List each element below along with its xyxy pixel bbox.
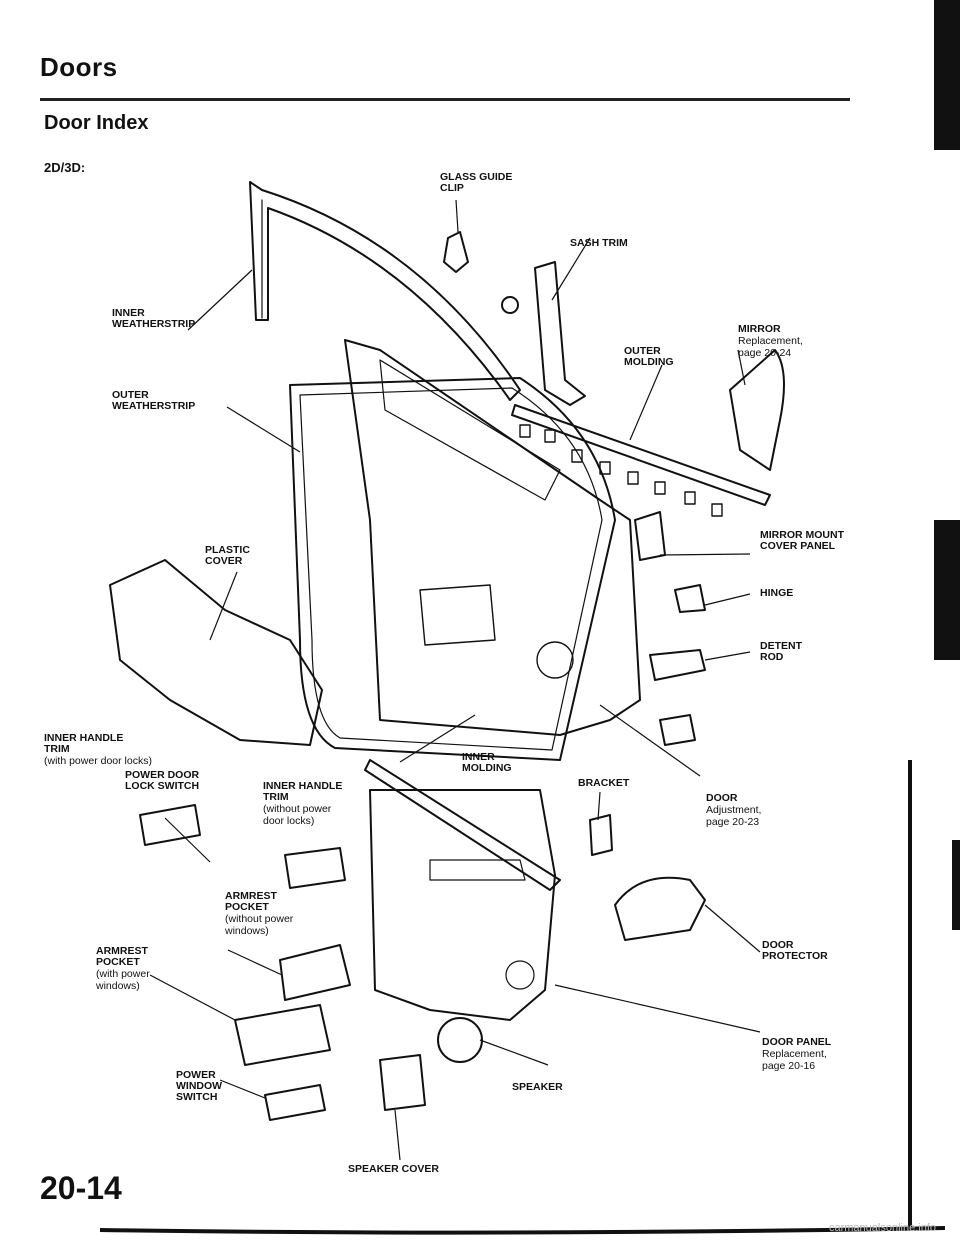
armrest-pocket-power-note: (with power windows)	[96, 968, 150, 992]
bracket-shape	[589, 814, 613, 856]
hinge-shape	[674, 584, 706, 613]
mirror-ref: Replacement, page 20-24	[738, 335, 803, 359]
door-panel-name: DOOR PANEL	[762, 1036, 832, 1048]
speaker-shape	[437, 1017, 483, 1063]
edge-tab-top	[934, 0, 960, 150]
label-power-door-lock-switch: POWER DOOR LOCK SWITCH	[125, 769, 200, 792]
inner-handle-trim-nonpower-name: INNER HANDLE TRIM	[263, 780, 343, 803]
armrest-pocket-nonpower-shape	[279, 944, 351, 1001]
label-armrest-pocket-nonpower: ARMREST POCKET (without power windows)	[225, 880, 293, 948]
label-bracket: BRACKET	[578, 777, 630, 789]
label-power-window-switch: POWER WINDOW SWITCH	[176, 1069, 223, 1103]
label-door-panel: DOOR PANEL Replacement, page 20-16	[762, 1026, 831, 1083]
label-door-protector: DOOR PROTECTOR	[762, 939, 828, 962]
inner-molding-shape	[364, 759, 561, 891]
door-shell-shape	[344, 339, 641, 736]
detent-rod-shape	[649, 649, 706, 681]
body-variant-label: 2D/3D:	[44, 160, 86, 175]
plastic-cover-shape	[109, 559, 323, 746]
label-mirror-mount-cover-panel: MIRROR MOUNT COVER PANEL	[760, 529, 844, 552]
section-title: Door Index	[44, 112, 149, 134]
door-protector-shape	[614, 876, 706, 941]
armrest-pocket-nonpower-note: (without power windows)	[225, 913, 294, 937]
label-inner-molding: INNER MOLDING	[462, 751, 512, 774]
glass-guide-clip-shape	[443, 231, 469, 273]
power-window-switch-shape	[264, 1084, 326, 1121]
label-outer-weatherstrip: OUTER WEATHERSTRIP	[112, 389, 196, 412]
label-door: DOOR Adjustment, page 20-23	[706, 782, 761, 839]
outer-weatherstrip-shape	[289, 377, 616, 761]
lower-hinge-shape	[659, 714, 696, 746]
label-hinge: HINGE	[760, 587, 794, 599]
door-name: DOOR	[706, 792, 738, 804]
mirror-shape	[729, 349, 785, 471]
inner-handle-trim-power-note: (with power door locks)	[44, 755, 152, 767]
armrest-pocket-nonpower-name: ARMREST POCKET	[225, 890, 277, 913]
edge-tab-middle	[934, 520, 960, 660]
outer-molding-shape	[511, 404, 771, 506]
mirror-mount-cover-shape	[634, 511, 666, 561]
label-sash-trim: SASH TRIM	[570, 237, 628, 249]
label-glass-guide-clip: GLASS GUIDE CLIP	[440, 171, 513, 194]
mirror-name: MIRROR	[738, 323, 781, 335]
inner-weatherstrip-shape	[249, 181, 521, 401]
speaker-cover-shape	[379, 1054, 426, 1111]
door-panel-ref: Replacement, page 20-16	[762, 1048, 827, 1072]
armrest-pocket-power-name: ARMREST POCKET	[96, 945, 148, 968]
label-plastic-cover: PLASTIC COVER	[205, 544, 250, 567]
label-mirror: MIRROR Replacement, page 20-24	[738, 313, 803, 370]
armrest-pocket-power-shape	[234, 1004, 331, 1066]
label-detent-rod: DETENT ROD	[760, 640, 802, 663]
inner-handle-trim-nonpower-note: (without power door locks)	[263, 803, 332, 827]
inner-handle-trim-nonpower-shape	[284, 847, 346, 889]
power-door-lock-switch-shape	[139, 804, 201, 846]
label-inner-weatherstrip: INNER WEATHERSTRIP	[112, 307, 196, 330]
title-rule	[40, 98, 850, 101]
sash-trim-shape	[534, 261, 586, 406]
inner-handle-trim-power-name: INNER HANDLE TRIM	[44, 732, 124, 755]
label-inner-handle-trim-power: INNER HANDLE TRIM (with power door locks…	[44, 722, 152, 778]
label-speaker-cover: SPEAKER COVER	[348, 1163, 440, 1175]
page-title: Doors	[40, 52, 118, 82]
label-armrest-pocket-power: ARMREST POCKET (with power windows)	[96, 935, 150, 1003]
door-ref: Adjustment, page 20-23	[706, 804, 762, 828]
page-number: 20-14	[40, 1170, 122, 1206]
label-inner-handle-trim-nonpower: INNER HANDLE TRIM (without power door lo…	[263, 770, 342, 838]
label-speaker: SPEAKER	[512, 1081, 563, 1093]
door-panel-shape	[369, 789, 556, 1021]
label-outer-molding: OUTER MOLDING	[624, 345, 674, 368]
watermark: carmanualsonline.info	[828, 1222, 936, 1234]
edge-tab-bottom	[952, 840, 960, 930]
